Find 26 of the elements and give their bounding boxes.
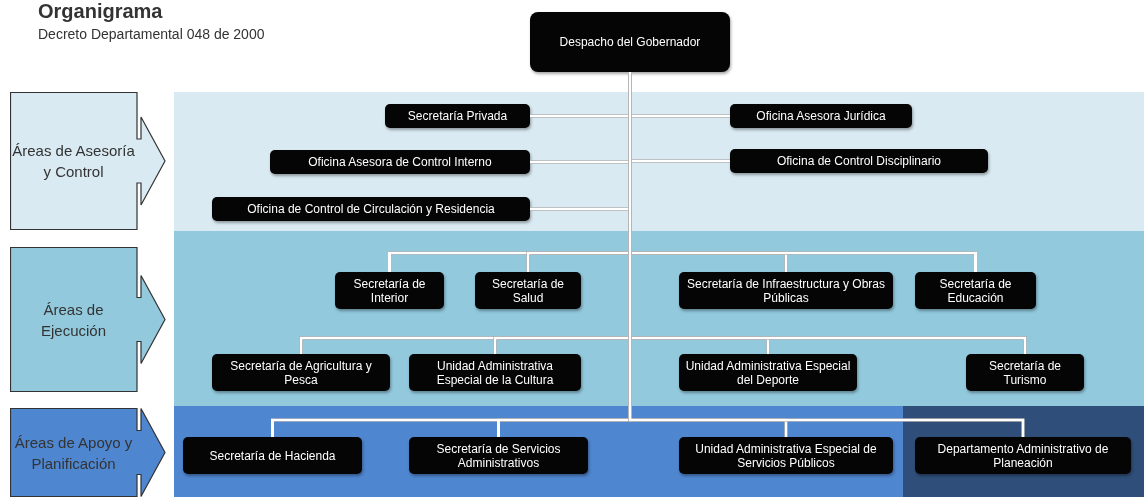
unit-box: Secretaría de Educación	[915, 272, 1036, 309]
unit-box: Unidad Administrativa Especial del Deporte	[679, 354, 857, 391]
unit-box: Unidad Administrativa Especial de Servicios Públicos	[679, 437, 893, 474]
unit-box: Secretaría Privada	[385, 104, 530, 128]
unit-box: Oficina de Control Disciplinario	[730, 149, 988, 173]
unit-box: Secretaría de Servicios Administrativos	[409, 437, 588, 474]
title: Organigrama	[38, 0, 163, 22]
unit-box: Secretaría de Infraestructura y Obras Públicas	[679, 272, 893, 309]
area-arrow-label: Áreas de Ejecución	[10, 247, 166, 392]
area-band	[174, 92, 1144, 231]
unit-box: Departamento Administrativo de Planeación	[915, 437, 1131, 474]
area-band	[174, 406, 1144, 497]
area-arrow-label: Áreas de Apoyo y Planificación	[10, 408, 166, 497]
unit-box: Oficina Asesora de Control Interno	[270, 150, 530, 174]
unit-box: Despacho del Gobernador	[530, 12, 730, 72]
unit-box: Unidad Administrativa Especial de la Cultura	[409, 354, 581, 391]
unit-box: Secretaría de Hacienda	[183, 437, 362, 474]
area-band	[174, 231, 1144, 406]
unit-box: Secretaría de Agricultura y Pesca	[212, 354, 390, 391]
unit-box: Secretaría de Turismo	[966, 354, 1084, 391]
unit-box: Secretaría de Salud	[475, 272, 581, 309]
unit-box: Oficina de Control de Circulación y Residencia	[212, 197, 530, 221]
unit-box: Secretaría de Interior	[335, 272, 444, 309]
unit-box: Oficina Asesora Jurídica	[730, 104, 912, 128]
area-arrow-label: Áreas de Asesoría y Control	[10, 92, 166, 230]
subtitle-text: Decreto Departamental 048 de 2000	[38, 26, 265, 42]
